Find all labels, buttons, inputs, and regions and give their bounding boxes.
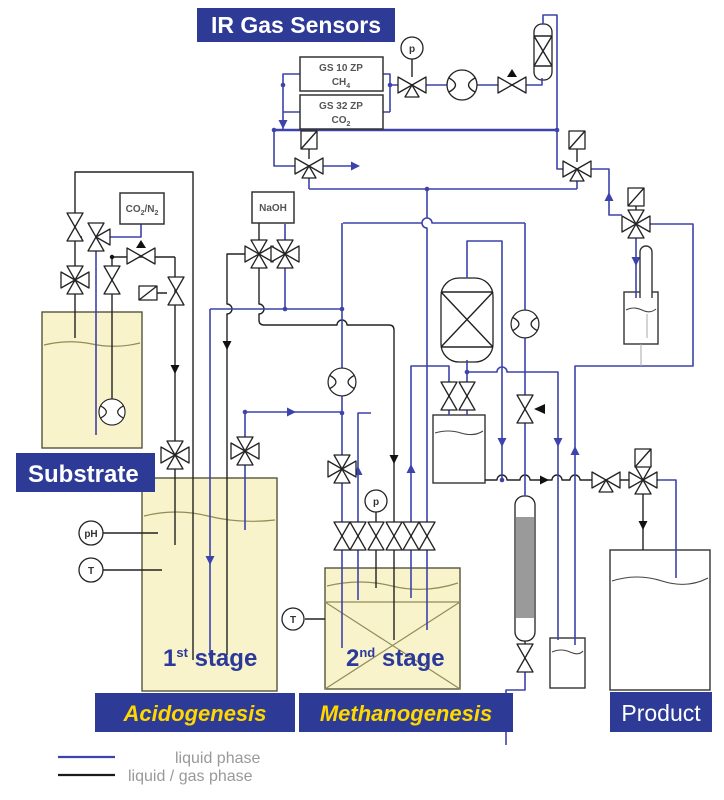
acidogenesis-banner: Acidogenesis (95, 693, 295, 732)
valve-icon (66, 212, 84, 242)
valve-icon (245, 240, 273, 268)
ir-gas-sensors-label: IR Gas Sensors (211, 12, 381, 38)
valve-icon (103, 265, 121, 295)
valve-icon (440, 381, 458, 411)
product-tank (609, 549, 711, 691)
circulation-pump-icon (510, 309, 540, 339)
gas-storage-vessel (440, 277, 494, 363)
valve-icon (167, 276, 185, 306)
co2-n2-label: CO2/N2 (126, 204, 159, 217)
solenoid-valve-icon (516, 394, 545, 424)
needle-valve-icon (497, 69, 527, 94)
valve-icon (458, 381, 476, 411)
three-way-valve-icon (87, 222, 111, 252)
gas-pump-icon (446, 69, 478, 101)
gs10-sensor-box: GS 10 ZP CH4 (299, 56, 384, 92)
temp-sensor-label: T (88, 566, 94, 577)
temp-sensor-stage1: T (78, 557, 104, 583)
pipe-inner-faint (640, 314, 648, 366)
ph-sensor: pH (78, 520, 104, 546)
needle-valve-icon (126, 240, 156, 265)
methanogenesis-label: Methanogenesis (320, 701, 492, 726)
valve-icon (161, 441, 189, 469)
pressure-gauge-stage2: p (364, 489, 388, 513)
overflow-vessel (549, 637, 586, 689)
gas-filter-column (533, 23, 553, 81)
condensate-tank (432, 414, 486, 484)
membrane-column (514, 495, 536, 642)
substrate-pump-icon (98, 398, 126, 426)
methanogenesis-banner: Methanogenesis (299, 693, 513, 732)
legend-gas-label: liquid / gas phase (128, 768, 253, 785)
product-banner: Product (610, 692, 712, 732)
gs32-sensor-box: GS 32 ZP CO2 (299, 94, 384, 130)
three-way-valve-icon (398, 77, 426, 97)
actuated-three-way-valve (622, 187, 650, 238)
circulation-pump-icon (327, 367, 357, 397)
pressure-gauge-label: p (409, 44, 415, 55)
stage2-label: 2nd stage (346, 645, 445, 672)
valve-icon (271, 240, 299, 268)
ir-gas-sensors-banner: IR Gas Sensors (197, 8, 395, 42)
pipe-junctions (109, 82, 560, 483)
pressure-gauge-top: p (400, 36, 424, 60)
valve-icon (516, 643, 534, 673)
membrane-column-media (516, 517, 534, 618)
valve-icon (231, 437, 259, 465)
eudiometer-tube (639, 245, 653, 298)
product-label: Product (621, 700, 701, 726)
co2-n2-supply-box: CO2/N2 (119, 192, 165, 225)
temp-sensor-label: T (290, 615, 296, 626)
sampling-valve-row (333, 521, 436, 551)
three-way-valve-icon (592, 472, 620, 492)
rotameter-icon (138, 285, 158, 301)
eudiometer (623, 291, 659, 345)
pressure-gauge-label: p (373, 497, 379, 508)
ph-sensor-label: pH (84, 529, 97, 540)
valve-icon (61, 266, 89, 294)
gs32-gas: CO2 (332, 115, 351, 128)
gs10-model: GS 10 ZP (319, 63, 363, 74)
gs10-gas: CH4 (332, 77, 350, 90)
gs32-model: GS 32 ZP (319, 101, 363, 112)
valve-icon (328, 455, 356, 483)
stage2-reactor (324, 567, 461, 690)
stage1-label: 1st stage (163, 645, 257, 672)
temp-sensor-stage2: T (281, 607, 305, 631)
substrate-tank (41, 311, 143, 449)
substrate-banner: Substrate (16, 453, 155, 492)
valves (61, 69, 657, 673)
actuated-valve (629, 448, 657, 494)
acidogenesis-label: Acidogenesis (122, 701, 266, 726)
substrate-label: Substrate (28, 461, 139, 488)
naoh-label: NaOH (259, 203, 287, 214)
naoh-supply-box: NaOH (251, 191, 295, 224)
legend: liquid phase liquid / gas phase (58, 750, 261, 785)
legend-liquid-label: liquid phase (175, 750, 261, 767)
